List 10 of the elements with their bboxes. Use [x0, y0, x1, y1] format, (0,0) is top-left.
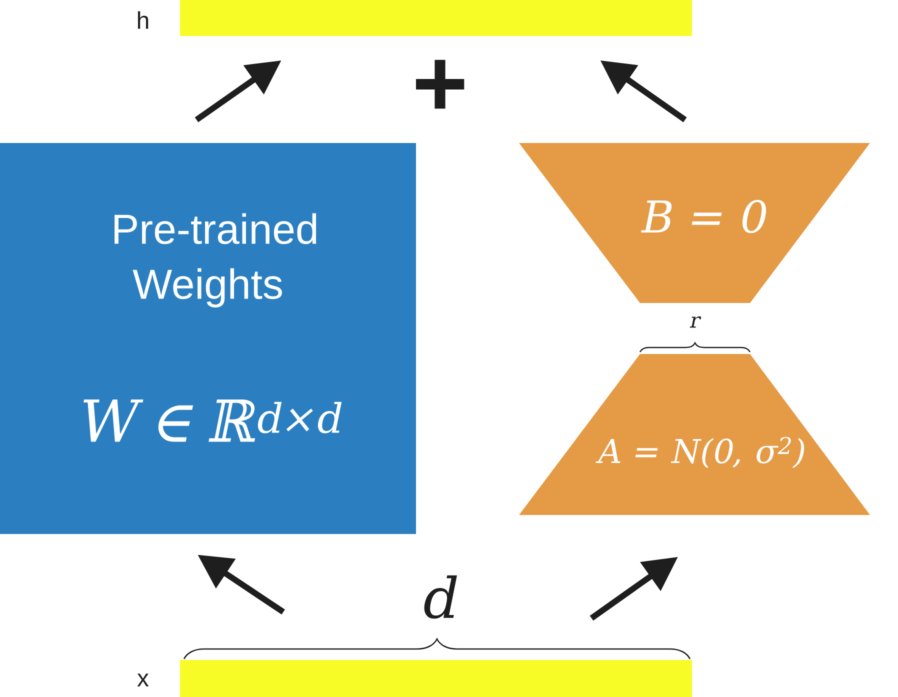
bar [180, 660, 692, 697]
bar-label: h [138, 11, 148, 29]
bar [180, 0, 692, 36]
plus-sign: + [416, 60, 464, 109]
matrix-box: Pre-trained Weights W ∈ ℝ$^{d×d}$ [0, 143, 416, 534]
trapezoid: A = N(0, σ$^{2}$) [519, 354, 870, 515]
bar-label: x [137, 674, 149, 686]
brace-label: d [424, 575, 457, 619]
brace-label: r [690, 316, 702, 328]
trapezoid: B = 0 [519, 143, 870, 303]
